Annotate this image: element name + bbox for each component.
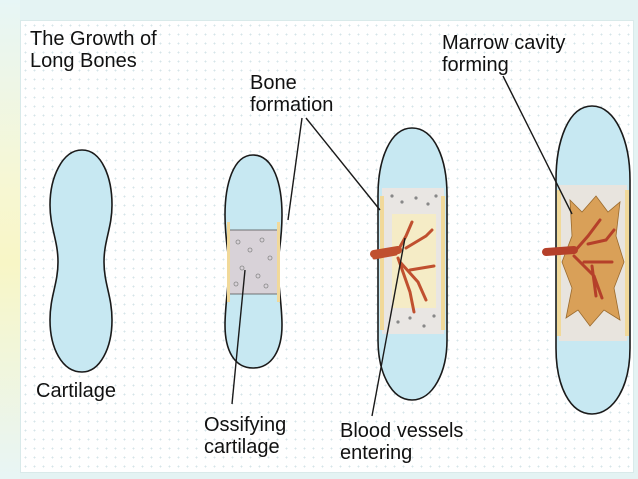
label-blood-vessels-entering: Blood vessels entering (340, 420, 464, 464)
leader-lines (231, 75, 573, 417)
left-gradient-strip (0, 0, 20, 479)
diagram-title: The Growth of Long Bones (30, 28, 157, 72)
label-cartilage: Cartilage (36, 380, 117, 402)
cartilage-model (49, 149, 113, 373)
stage-blood-vessels (370, 127, 448, 401)
label-marrow-cavity-forming: Marrow cavity forming (442, 32, 566, 76)
stage-ossifying (224, 154, 283, 369)
label-bone-formation: Bone formation (250, 72, 334, 116)
figure-panel (20, 20, 634, 473)
label-ossifying-cartilage: Ossifying cartilage (204, 414, 287, 458)
stage-marrow-cavity (542, 105, 631, 415)
